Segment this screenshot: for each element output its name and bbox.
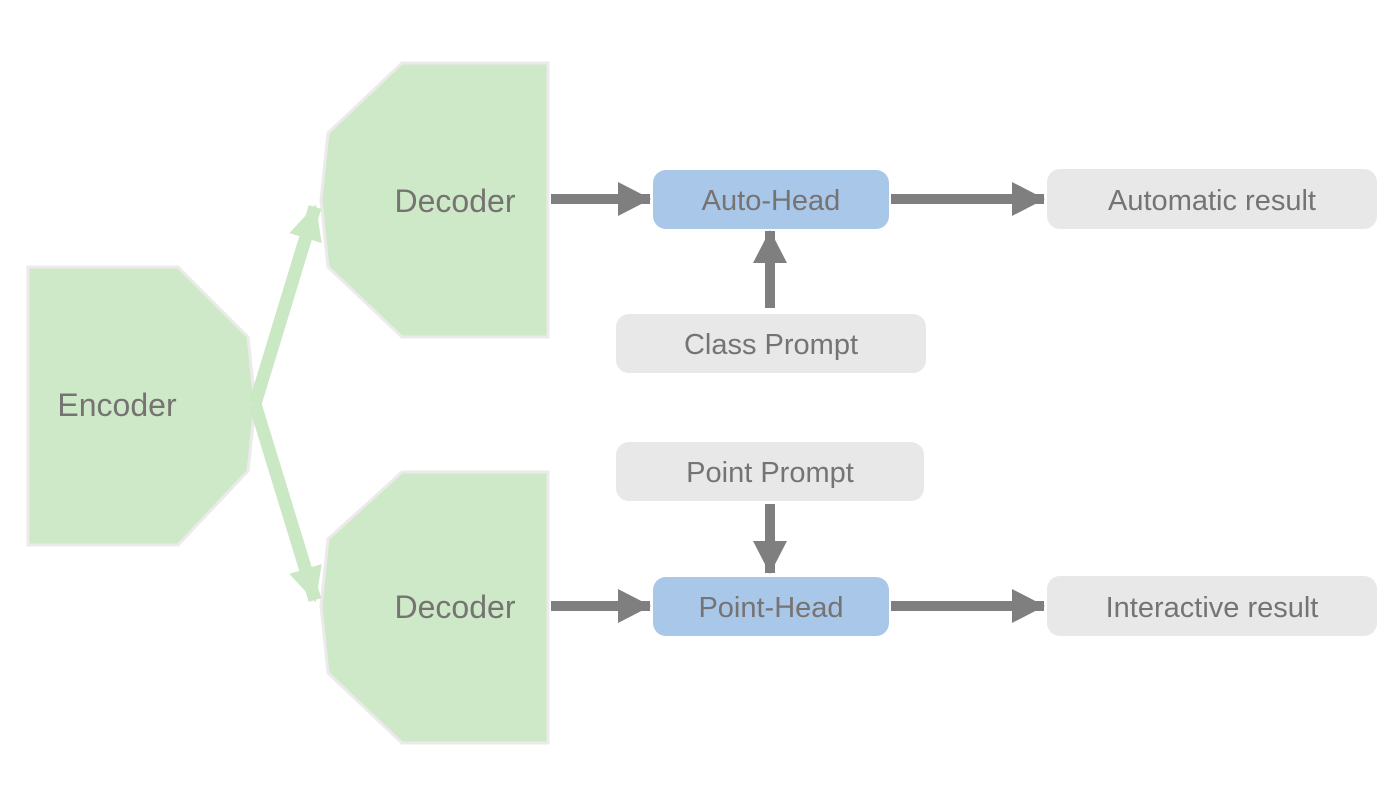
decoder-top-node [319,61,550,339]
decoder-bottom-node [319,470,550,745]
auto-head-label: Auto-Head [702,185,841,217]
interactive-result-node [1047,576,1377,636]
class-prompt-label: Class Prompt [684,329,858,361]
interactive-result-label: Interactive result [1106,592,1319,624]
class-prompt-node [616,314,926,373]
point-prompt-node [616,442,924,501]
automatic-result-node [1047,169,1377,229]
decoder-top-label: Decoder [395,183,516,219]
auto-head-node [653,170,889,229]
point-head-node [653,577,889,636]
point-head-label: Point-Head [698,592,843,624]
encoder-to-decoder-top-arrow [248,204,322,406]
encoder-to-decoder-bottom-arrow [248,402,322,603]
automatic-result-label: Automatic result [1108,185,1316,217]
decoder-bottom-label: Decoder [395,589,516,625]
encoder-label: Encoder [57,387,177,423]
point-prompt-label: Point Prompt [686,457,854,489]
encoder-node [26,265,257,547]
